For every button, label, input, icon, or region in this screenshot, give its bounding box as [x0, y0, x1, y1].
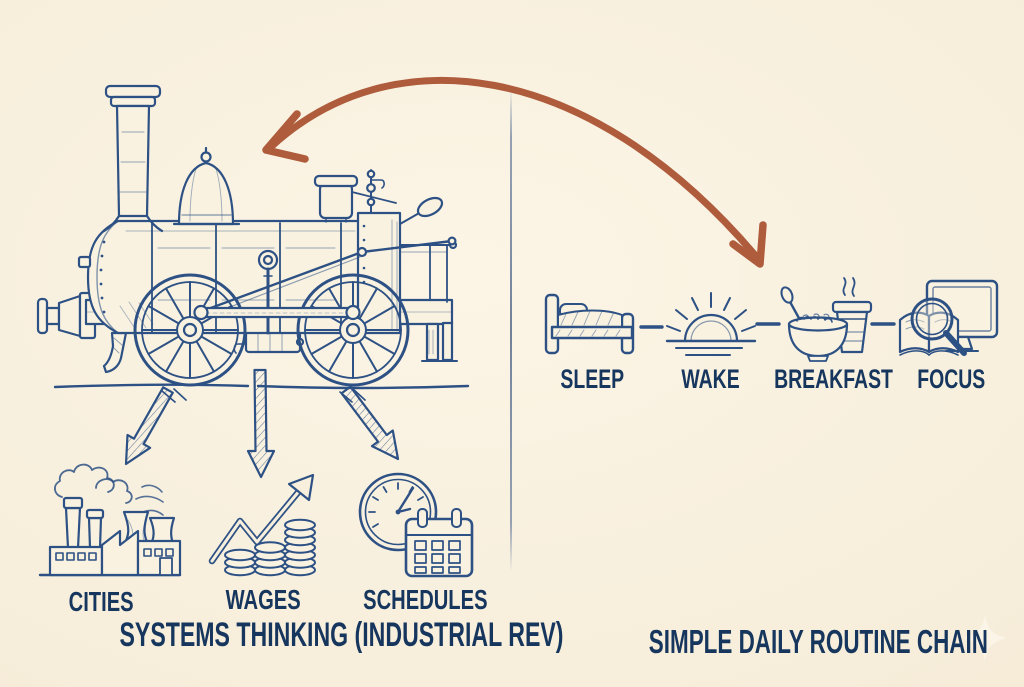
branch-arrows: [124, 368, 400, 479]
factory-icon: [38, 463, 182, 577]
cereal-bowl-coffee-icon: [780, 277, 873, 362]
curved-double-arrow: [262, 76, 767, 268]
label-wages: WAGES: [225, 584, 301, 615]
book-magnifier-monitor-icon: [898, 279, 999, 356]
sunrise-icon: [665, 292, 757, 356]
sparkle-icon: [963, 615, 1007, 661]
front-wheel: [133, 273, 247, 387]
steam-locomotive-illustration: [36, 84, 470, 403]
coin-stacks-growth-icon: [208, 473, 316, 577]
rear-wheel: [296, 273, 410, 387]
label-wake: WAKE: [680, 364, 740, 394]
label-focus: FOCUS: [916, 364, 986, 394]
arrow-to-cities: [124, 386, 174, 466]
chain-connectors: [639, 322, 896, 329]
label-sleep: SLEEP: [560, 364, 624, 394]
label-breakfast: BREAKFAST: [774, 364, 893, 394]
arrow-to-schedules: [340, 385, 400, 461]
clock-calendar-icon: [358, 472, 474, 578]
right-panel-caption: SIMPLE DAILY ROUTINE CHAIN: [648, 623, 988, 660]
arrow-to-wages: [246, 368, 276, 479]
label-cities: CITIES: [68, 586, 134, 617]
left-panel-caption: SYSTEMS THINKING (INDUSTRIAL REV): [119, 616, 564, 654]
bed-icon: [544, 293, 635, 355]
label-schedules: SCHEDULES: [363, 584, 488, 615]
